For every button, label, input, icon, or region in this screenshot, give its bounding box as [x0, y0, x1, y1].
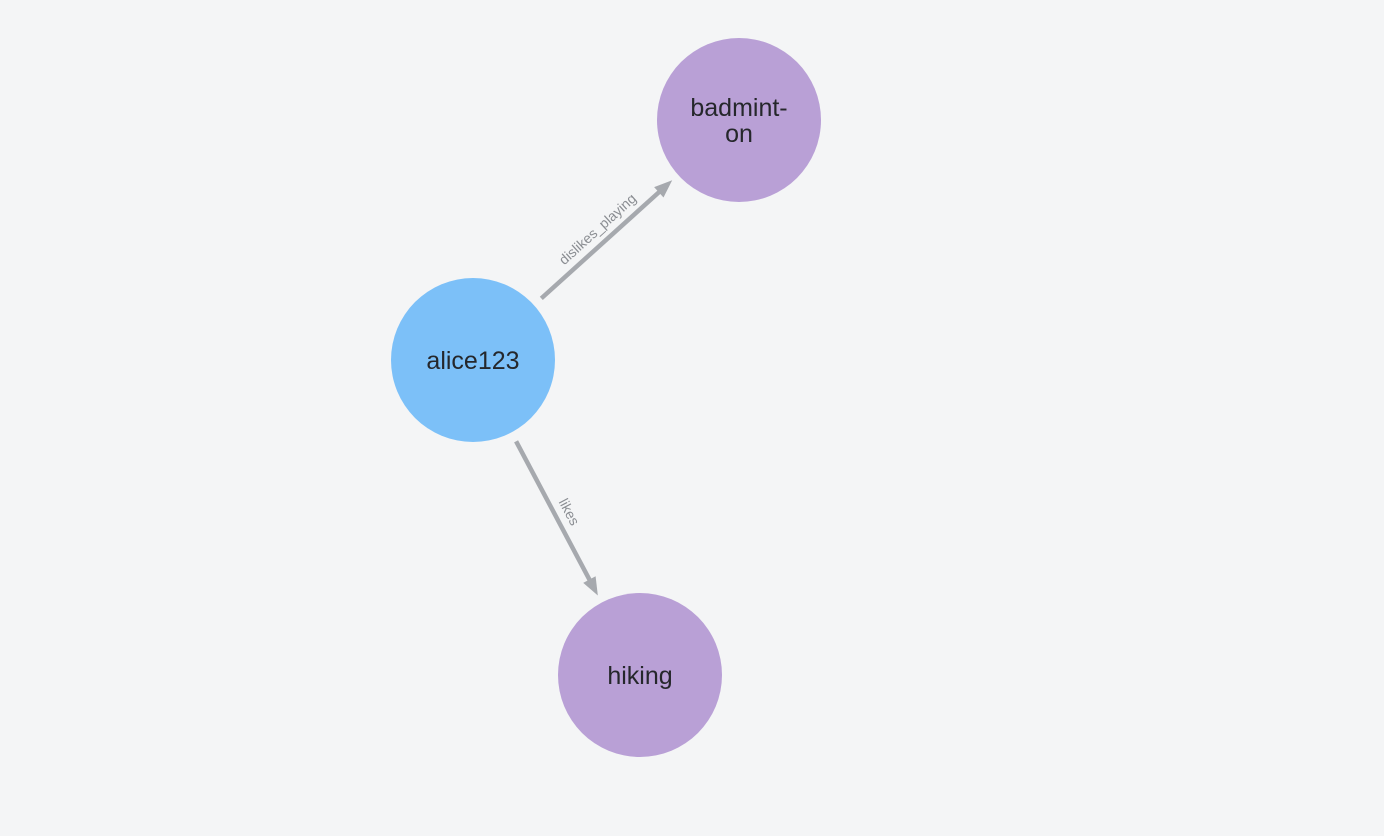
node-circle[interactable] — [657, 38, 821, 202]
node-label: hiking — [607, 662, 672, 690]
graph-node-hiking[interactable]: hiking — [558, 593, 722, 757]
arrowhead-icon — [583, 576, 598, 596]
arrowhead-icon — [654, 180, 673, 198]
graph-node-badminton[interactable]: badmint-on — [657, 38, 821, 202]
graph-node-alice123[interactable]: alice123 — [391, 278, 555, 442]
graph-edge-likes[interactable]: likes — [514, 440, 598, 596]
edge-label: dislikes_playing — [556, 190, 640, 268]
node-circle[interactable] — [391, 278, 555, 442]
graph-edge-dislikes_playing[interactable]: dislikes_playing — [539, 180, 673, 301]
node-label: badmint- — [690, 94, 787, 122]
node-label: alice123 — [426, 347, 519, 375]
node-circle[interactable] — [558, 593, 722, 757]
edge-line[interactable] — [514, 440, 593, 583]
edge-line[interactable] — [539, 189, 662, 301]
node-label: on — [725, 120, 753, 148]
